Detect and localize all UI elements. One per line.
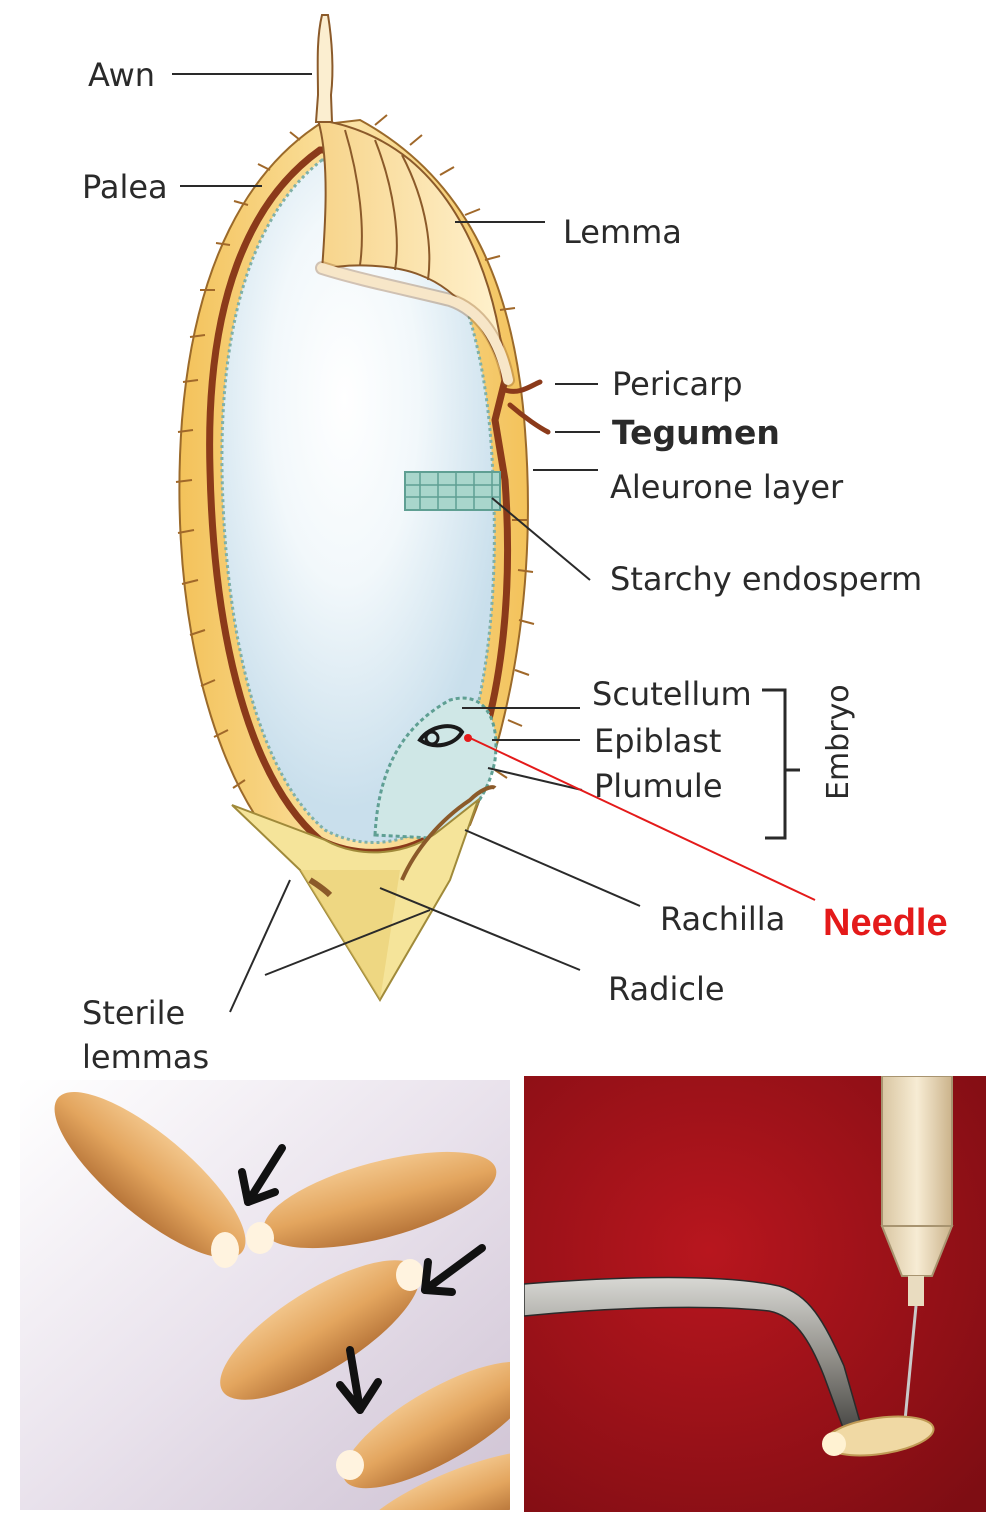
label-starchy-endosperm: Starchy endosperm [610, 560, 922, 598]
label-palea: Palea [82, 168, 168, 206]
embryo-bracket [762, 690, 800, 838]
label-rachilla: Rachilla [660, 900, 785, 938]
label-plumule: Plumule [594, 767, 723, 805]
label-sterile: Sterile [82, 994, 185, 1032]
awn [316, 15, 332, 122]
label-embryo: Embryo [821, 684, 856, 800]
label-tegumen: Tegumen [612, 413, 780, 452]
label-awn: Awn [88, 56, 155, 94]
label-lemmas: lemmas [82, 1038, 209, 1070]
rice-grain-diagram: Awn Palea Lemma Pericarp Tegumen Aleuron… [0, 0, 986, 1070]
rice-grains-photo [20, 1080, 510, 1510]
label-scutellum: Scutellum [592, 675, 752, 713]
aleurone-cells [405, 472, 500, 510]
label-lemma: Lemma [563, 213, 682, 251]
needle-pointer [470, 738, 815, 900]
needle-injection-photo [524, 1076, 986, 1512]
label-needle: Needle [823, 902, 948, 944]
label-pericarp: Pericarp [612, 365, 743, 403]
label-aleurone-layer: Aleurone layer [610, 468, 844, 506]
label-epiblast: Epiblast [594, 722, 721, 760]
label-radicle: Radicle [608, 970, 725, 1008]
